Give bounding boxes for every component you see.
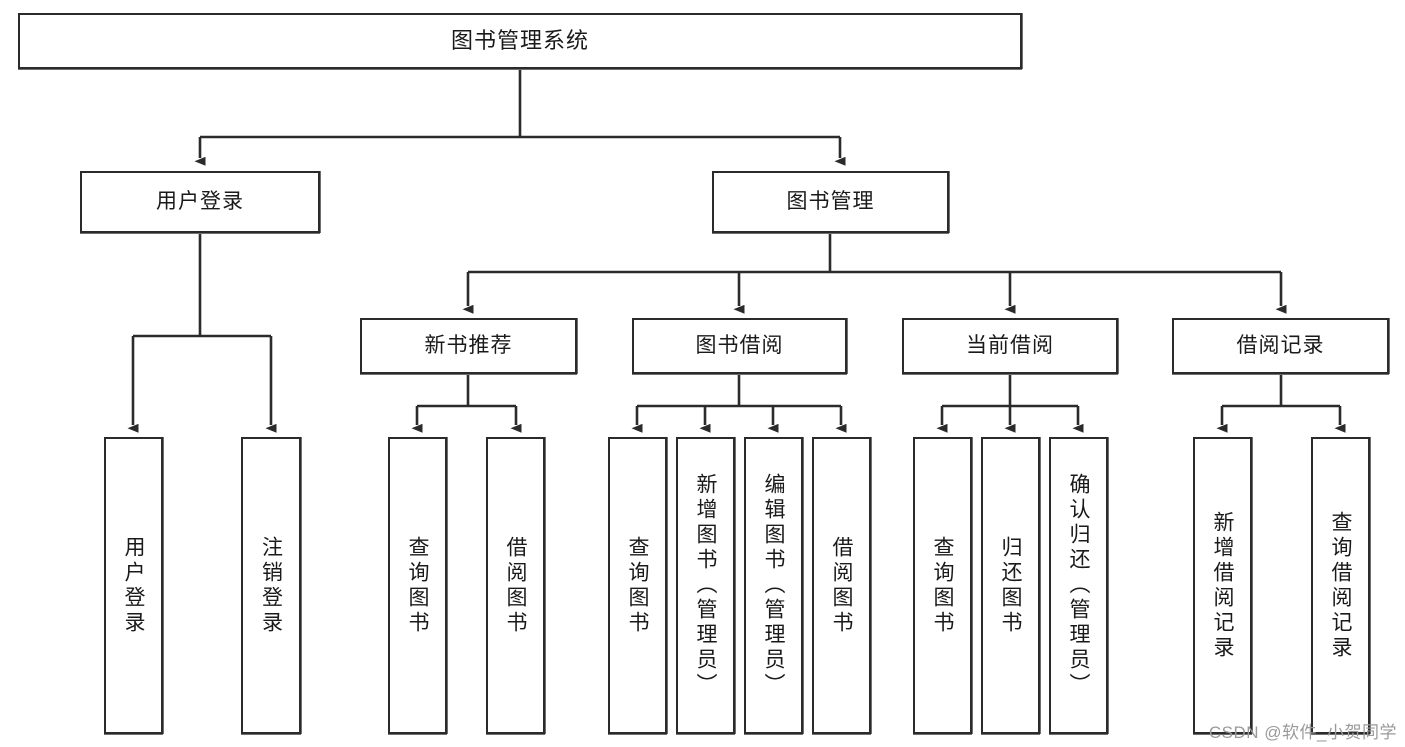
node-label: 查询图书 bbox=[626, 535, 650, 636]
node-book-borrow[interactable]: 图书借阅 bbox=[632, 318, 847, 374]
node-label: 查询借阅记录 bbox=[1329, 510, 1353, 661]
node-label: 新书推荐 bbox=[424, 334, 513, 358]
node-label: 新增借阅记录 bbox=[1211, 510, 1235, 661]
leaf-query-record[interactable]: 查询借阅记录 bbox=[1311, 437, 1370, 734]
leaf-borrow-book-2[interactable]: 借阅图书 bbox=[812, 437, 871, 734]
node-label: 归还图书 bbox=[999, 535, 1023, 636]
node-user-login[interactable]: 用户登录 bbox=[80, 171, 320, 233]
node-label: 当前借阅 bbox=[966, 334, 1054, 358]
leaf-user-login[interactable]: 用户登录 bbox=[104, 437, 163, 734]
leaf-add-record[interactable]: 新增借阅记录 bbox=[1193, 437, 1252, 734]
node-label: 用户登录 bbox=[156, 190, 244, 214]
leaf-edit-book[interactable]: 编辑图书（管理员） bbox=[744, 437, 803, 734]
leaf-query-book-1[interactable]: 查询图书 bbox=[388, 437, 447, 734]
node-label: 确认归还（管理员） bbox=[1067, 473, 1091, 698]
node-label: 注销登录 bbox=[259, 535, 283, 636]
leaf-confirm-return[interactable]: 确认归还（管理员） bbox=[1049, 437, 1108, 734]
leaf-query-book-3[interactable]: 查询图书 bbox=[913, 437, 972, 734]
node-label: 借阅图书 bbox=[504, 535, 528, 636]
node-label: 图书借阅 bbox=[695, 334, 784, 358]
node-label: 新增图书（管理员） bbox=[694, 473, 718, 698]
leaf-query-book-2[interactable]: 查询图书 bbox=[608, 437, 667, 734]
node-book-manage[interactable]: 图书管理 bbox=[712, 171, 949, 233]
node-borrow-record[interactable]: 借阅记录 bbox=[1172, 318, 1389, 374]
node-label: 用户登录 bbox=[122, 535, 146, 636]
node-label: 借阅记录 bbox=[1236, 334, 1325, 358]
node-label: 查询图书 bbox=[931, 535, 955, 636]
node-current-borrow[interactable]: 当前借阅 bbox=[902, 318, 1118, 374]
node-label: 借阅图书 bbox=[830, 535, 854, 636]
watermark-text: CSDN @软件_小贺同学 bbox=[1208, 723, 1397, 742]
leaf-borrow-book-1[interactable]: 借阅图书 bbox=[486, 437, 545, 734]
node-label: 图书管理 bbox=[786, 190, 875, 214]
node-label: 编辑图书（管理员） bbox=[762, 473, 786, 698]
node-label: 查询图书 bbox=[406, 535, 430, 636]
leaf-add-book[interactable]: 新增图书（管理员） bbox=[676, 437, 735, 734]
node-label: 图书管理系统 bbox=[450, 27, 589, 53]
leaf-return-book[interactable]: 归还图书 bbox=[981, 437, 1040, 734]
node-new-book-recommend[interactable]: 新书推荐 bbox=[360, 318, 577, 374]
leaf-logout-login[interactable]: 注销登录 bbox=[241, 437, 301, 734]
node-root-system[interactable]: 图书管理系统 bbox=[18, 13, 1022, 69]
